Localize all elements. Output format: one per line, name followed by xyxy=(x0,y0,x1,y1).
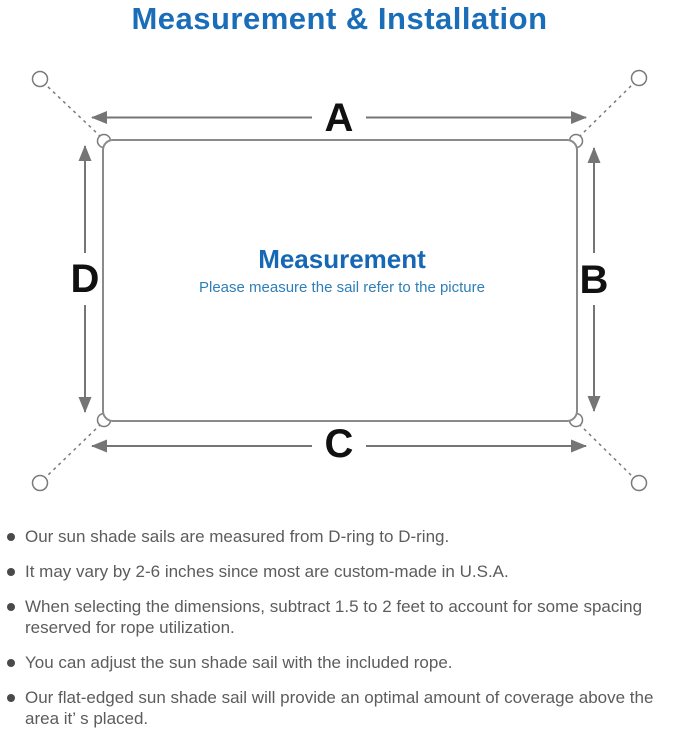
bullet-icon xyxy=(7,568,15,576)
instruction-bullet-list: Our sun shade sails are measured from D-… xyxy=(7,526,669,729)
page-title: Measurement & Installation xyxy=(131,1,548,36)
bullet-text: Our sun shade sails are measured from D-… xyxy=(25,527,450,546)
dimension-label-d: D xyxy=(71,257,100,301)
anchor-point-icon-bottom-right xyxy=(630,474,648,492)
anchor-point-icon-bottom-left xyxy=(31,474,49,492)
rope-dashed-line-top-left xyxy=(45,84,102,138)
sail-outline xyxy=(102,139,578,422)
bullet-icon xyxy=(7,603,15,611)
bullet-text: You can adjust the sun shade sail with t… xyxy=(25,653,453,672)
bullet-text: It may vary by 2-6 inches since most are… xyxy=(25,562,509,581)
list-item: Our sun shade sails are measured from D-… xyxy=(7,526,669,547)
sail-measurement-diagram: A B C D Measurement Please measure the s… xyxy=(31,69,648,492)
list-item: When selecting the dimensions, subtract … xyxy=(7,596,669,638)
anchor-point-icon-top-right xyxy=(630,69,648,87)
rope-dashed-line-bottom-left xyxy=(45,423,102,478)
list-item: Our flat-edged sun shade sail will provi… xyxy=(7,687,669,729)
rope-dashed-line-top-right xyxy=(578,83,634,138)
dimension-label-c: C xyxy=(325,422,354,466)
list-item: It may vary by 2-6 inches since most are… xyxy=(7,561,669,582)
bullet-icon xyxy=(7,659,15,667)
bullet-text: When selecting the dimensions, subtract … xyxy=(25,597,643,637)
anchor-point-icon-top-left xyxy=(31,70,49,88)
diagram-center-subtitle: Please measure the sail refer to the pic… xyxy=(199,279,485,296)
dimension-label-b: B xyxy=(580,258,609,302)
dimension-label-a: A xyxy=(325,96,354,140)
rope-dashed-line-bottom-right xyxy=(578,423,634,478)
diagram-center-title: Measurement xyxy=(258,244,426,274)
list-item: You can adjust the sun shade sail with t… xyxy=(7,652,669,673)
bullet-icon xyxy=(7,694,15,702)
bullet-icon xyxy=(7,533,15,541)
bullet-text: Our flat-edged sun shade sail will provi… xyxy=(25,688,654,728)
